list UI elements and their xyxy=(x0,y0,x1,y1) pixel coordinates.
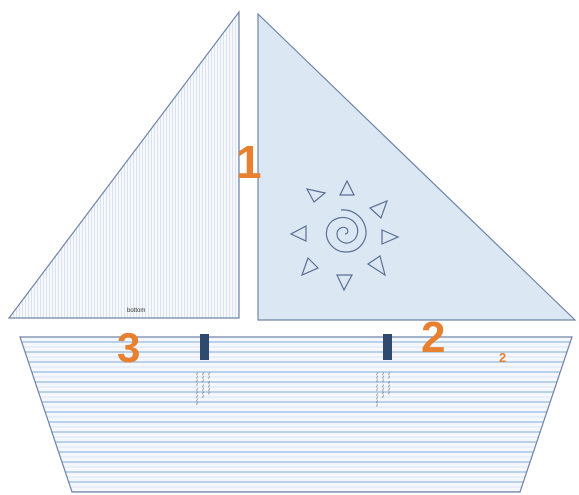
left-sail xyxy=(9,12,239,318)
hull-note-left-line-2: ~~~ ~~~~ xyxy=(199,372,205,399)
boat-hull xyxy=(20,337,572,492)
hull-note-right-line-3: ~~ ~~~~ xyxy=(385,372,391,395)
right-post xyxy=(383,334,392,360)
label-number-3: 3 xyxy=(117,324,140,371)
hull-note-left-line-1: ~~~~ ~~~~~ xyxy=(193,372,199,406)
hull-note-left-line-3: ~~ ~~~~ xyxy=(205,372,211,395)
left-post xyxy=(200,334,209,360)
hull-note-right-line-1: ~~~ ~~ ~~~~ xyxy=(373,372,379,407)
label-number-1: 1 xyxy=(236,136,262,188)
label-number-2: 2 xyxy=(421,313,445,362)
bottom-caption: bottom xyxy=(127,308,145,314)
label-small-2: 2 xyxy=(499,350,506,365)
hull-note-right-line-2: ~~~ ~~~~ xyxy=(379,372,385,399)
